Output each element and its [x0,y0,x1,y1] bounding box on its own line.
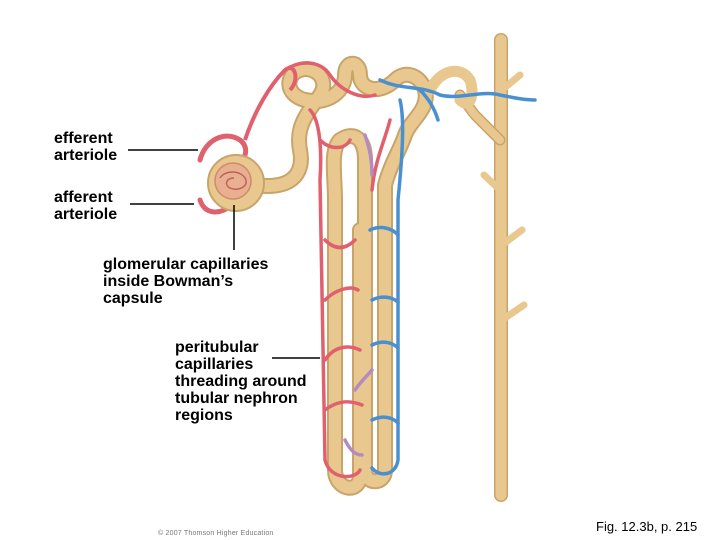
peritubular-capillaries-label: peritubular capillaries threading around… [175,339,307,424]
figure-caption: Fig. 12.3b, p. 215 [596,519,698,534]
peritubular-capillaries-venous [368,78,537,476]
glomerular-capillaries-label: glomerular capillaries inside Bowman’s c… [103,256,269,307]
collecting-duct [454,33,528,502]
peritubular-capillaries-mixed [343,133,374,457]
copyright-notice: © 2007 Thomson Higher Education [158,530,274,537]
bowmans-capsule [207,154,265,212]
leader-lines [128,149,320,359]
afferent-arteriole-label: afferent arteriole [54,189,118,223]
nephron-tubule [247,55,478,496]
efferent-arteriole-label: efferent arteriole [54,130,118,164]
peritubular-capillaries-arterial [283,61,392,479]
